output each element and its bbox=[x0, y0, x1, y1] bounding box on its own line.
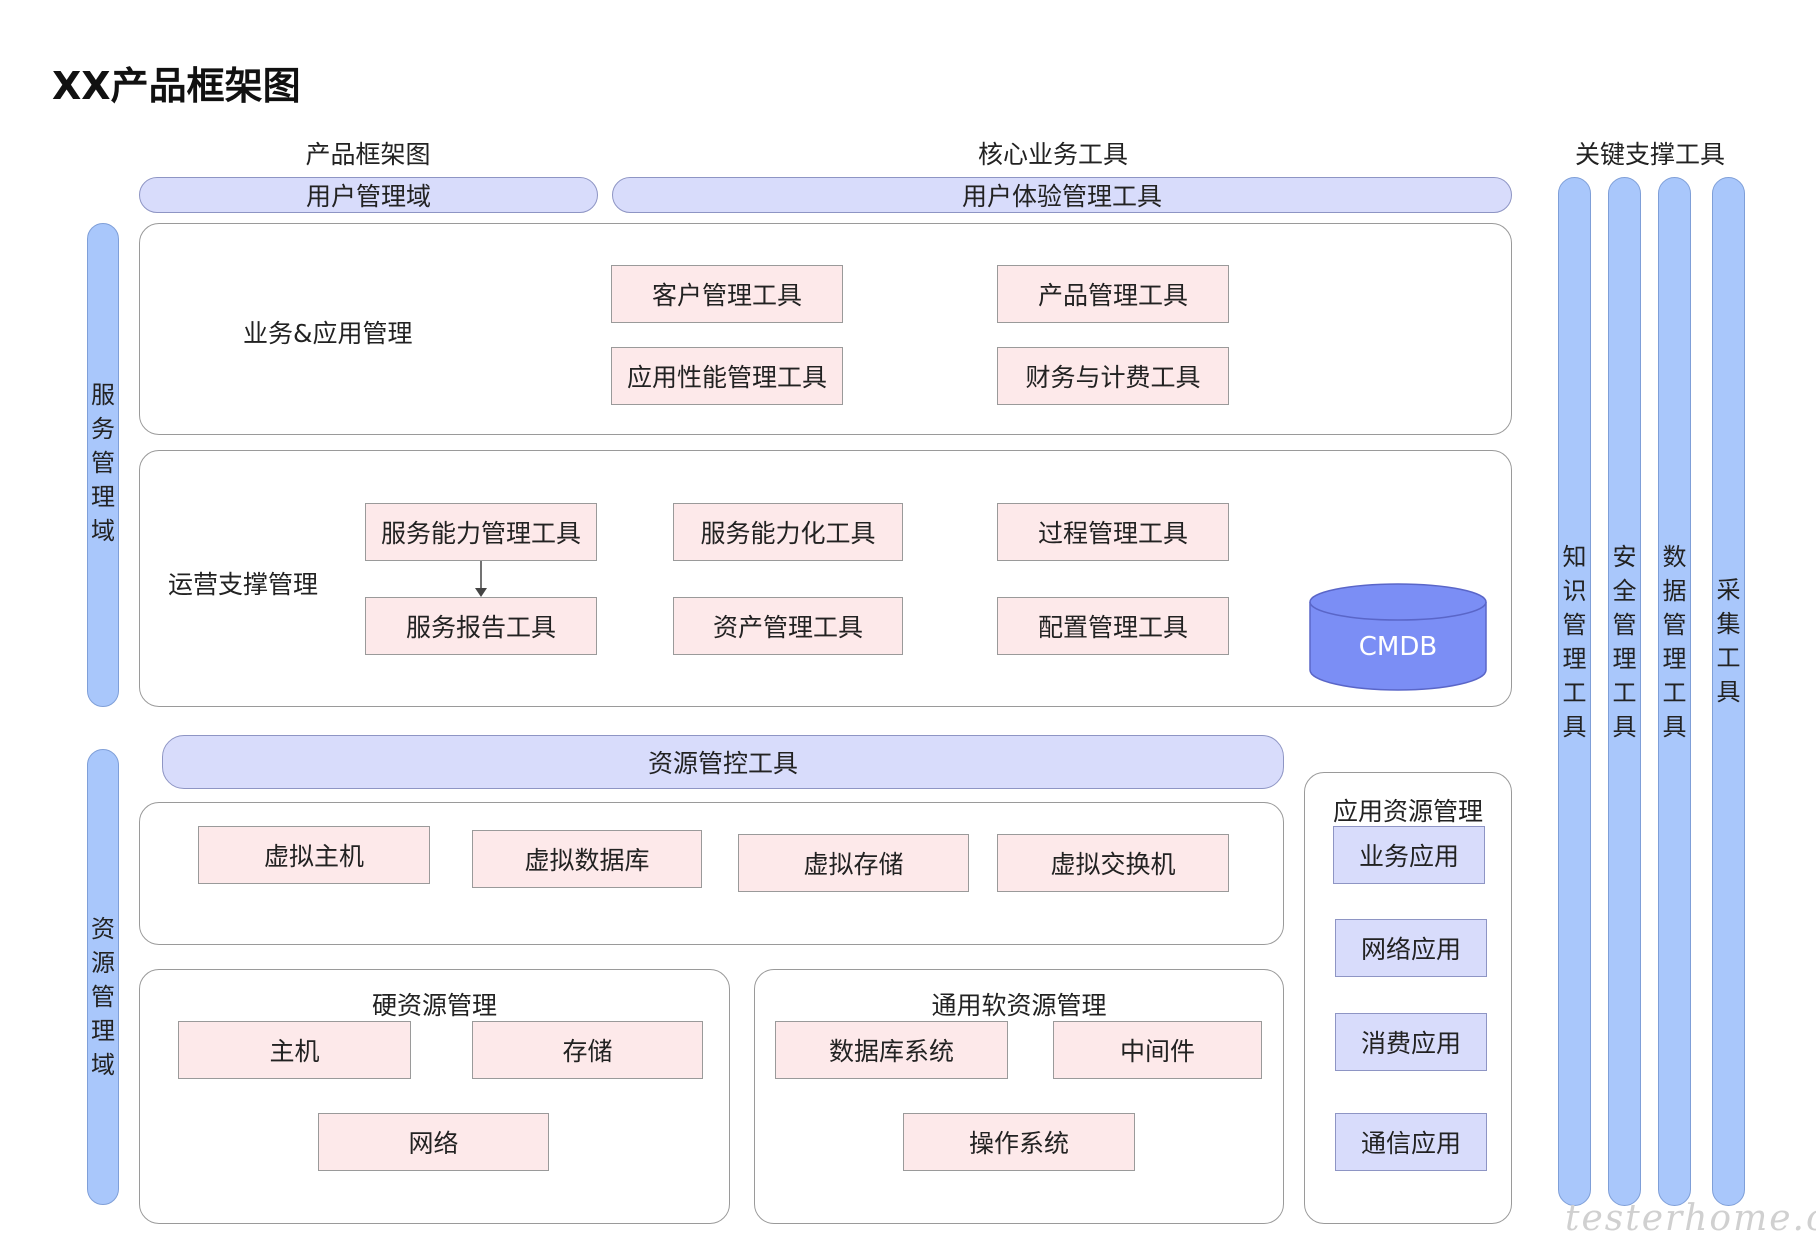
collection-tools-label: 采集工具 bbox=[1716, 576, 1741, 706]
app-business: 业务应用 bbox=[1333, 826, 1485, 884]
hardware-panel bbox=[139, 969, 730, 1224]
sw-database-system: 数据库系统 bbox=[775, 1021, 1008, 1079]
business-app-label: 业务&应用管理 bbox=[243, 319, 413, 348]
app-network: 网络应用 bbox=[1335, 919, 1487, 977]
security-mgmt-pill bbox=[1608, 177, 1641, 1206]
service-capability-mgmt-tool: 服务能力管理工具 bbox=[365, 503, 597, 561]
virtual-database: 虚拟数据库 bbox=[472, 830, 702, 888]
hw-network: 网络 bbox=[318, 1113, 549, 1171]
ux-tools-label: 用户体验管理工具 bbox=[961, 182, 1162, 211]
user-domain-label: 用户管理域 bbox=[305, 182, 431, 211]
hardware-label: 硬资源管理 bbox=[371, 991, 497, 1020]
cmdb-cylinder bbox=[1309, 583, 1487, 691]
config-mgmt-tool: 配置管理工具 bbox=[997, 597, 1229, 655]
hw-storage: 存储 bbox=[472, 1021, 703, 1079]
process-mgmt-tool: 过程管理工具 bbox=[997, 503, 1229, 561]
app-consumption: 消费应用 bbox=[1335, 1013, 1487, 1071]
collection-tools-pill bbox=[1712, 177, 1745, 1206]
business-app-panel bbox=[139, 223, 1512, 435]
knowledge-mgmt-label: 知识管理工具 bbox=[1562, 543, 1587, 741]
app-performance-tool: 应用性能管理工具 bbox=[611, 347, 843, 405]
virtual-switch: 虚拟交换机 bbox=[997, 834, 1229, 892]
product-mgmt-tool: 产品管理工具 bbox=[997, 265, 1229, 323]
resource-control-bar: 资源管控工具 bbox=[162, 735, 1284, 789]
flow-arrow bbox=[475, 561, 487, 597]
finance-billing-tool: 财务与计费工具 bbox=[997, 347, 1229, 405]
software-label: 通用软资源管理 bbox=[931, 991, 1107, 1020]
sw-middleware: 中间件 bbox=[1053, 1021, 1262, 1079]
header-key-support-tools: 关键支撑工具 bbox=[1574, 140, 1725, 169]
data-mgmt-label: 数据管理工具 bbox=[1662, 543, 1687, 741]
service-domain-pill bbox=[87, 223, 119, 707]
knowledge-mgmt-pill bbox=[1558, 177, 1591, 1206]
watermark: testerhome.com bbox=[1565, 1198, 1816, 1239]
sw-operating-system: 操作系统 bbox=[903, 1113, 1135, 1171]
resource-control-label: 资源管控工具 bbox=[647, 749, 798, 778]
operations-panel bbox=[139, 450, 1512, 707]
virtual-storage: 虚拟存储 bbox=[738, 834, 969, 892]
software-panel bbox=[754, 969, 1284, 1224]
user-domain-bar: 用户管理域 bbox=[139, 177, 598, 213]
header-product-framework: 产品框架图 bbox=[305, 140, 431, 169]
service-domain-label: 服 务 管 理 域 bbox=[91, 381, 115, 545]
cmdb-label: CMDB bbox=[1358, 632, 1438, 662]
app-resources-label: 应用资源管理 bbox=[1332, 797, 1483, 826]
header-core-business-tools: 核心业务工具 bbox=[977, 140, 1128, 169]
resource-domain-pill bbox=[87, 749, 119, 1205]
service-report-tool: 服务报告工具 bbox=[365, 597, 597, 655]
app-communication: 通信应用 bbox=[1335, 1113, 1487, 1171]
security-mgmt-label: 安全管理工具 bbox=[1612, 543, 1637, 741]
customer-mgmt-tool: 客户管理工具 bbox=[611, 265, 843, 323]
asset-mgmt-tool: 资产管理工具 bbox=[673, 597, 903, 655]
page-title: XX产品框架图 bbox=[52, 64, 301, 108]
service-capability-tool: 服务能力化工具 bbox=[673, 503, 903, 561]
ux-tools-bar: 用户体验管理工具 bbox=[612, 177, 1512, 213]
hw-host: 主机 bbox=[178, 1021, 411, 1079]
data-mgmt-pill bbox=[1658, 177, 1691, 1206]
virtual-host: 虚拟主机 bbox=[198, 826, 430, 884]
resource-domain-label: 资 源 管 理 域 bbox=[91, 915, 115, 1079]
operations-label: 运营支撑管理 bbox=[168, 570, 319, 599]
